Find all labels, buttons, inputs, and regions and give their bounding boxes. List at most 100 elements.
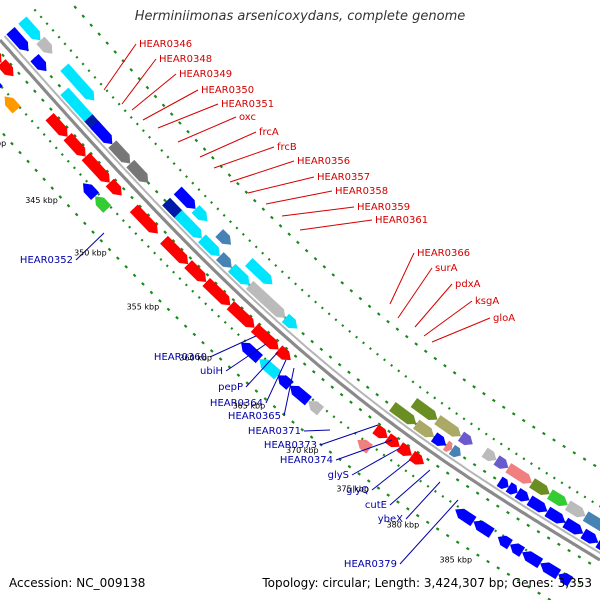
gene-arrow[interactable] (442, 440, 455, 454)
gene-arrow[interactable] (202, 278, 234, 309)
gene-label[interactable]: glyS (328, 470, 349, 481)
gene-arrow[interactable] (529, 478, 553, 499)
gene-arrow[interactable] (555, 570, 574, 587)
gene-label[interactable]: HEAR0364 (210, 398, 263, 409)
gene-arrow[interactable] (63, 132, 90, 160)
gene-label[interactable]: ksgA (475, 296, 499, 307)
gene-label[interactable]: HEAR0359 (357, 202, 410, 213)
gene-label[interactable]: cutE (365, 500, 387, 511)
gene-arrow[interactable] (547, 489, 571, 509)
gene-arrow[interactable] (562, 517, 586, 538)
gene-arrow[interactable] (396, 442, 416, 460)
gene-arrow[interactable] (79, 179, 100, 201)
gene-arrow[interactable] (90, 120, 116, 148)
gene-arrow[interactable] (495, 532, 513, 550)
gene-arrow[interactable] (505, 463, 535, 487)
gene-arrow[interactable] (434, 415, 464, 441)
gene-arrow[interactable] (0, 93, 21, 114)
gene-label[interactable]: glyQ (346, 485, 369, 496)
gene-label[interactable]: ubiH (200, 366, 223, 377)
gene-arrow[interactable] (544, 506, 569, 527)
gene-arrow[interactable] (519, 548, 544, 569)
gene-label[interactable]: HEAR0360 (154, 352, 207, 363)
gene-arrow[interactable] (389, 401, 419, 428)
gene-label[interactable]: HEAR0346 (139, 39, 192, 50)
gene-label[interactable]: gloA (493, 313, 515, 324)
gene-arrow[interactable] (564, 500, 589, 521)
gene-arrow[interactable] (481, 447, 500, 465)
gene-label[interactable]: HEAR0358 (335, 186, 388, 197)
gene-arrow[interactable] (471, 517, 495, 538)
gene-label[interactable]: pdxA (455, 279, 481, 290)
gene-arrow[interactable] (448, 444, 464, 460)
gene-arrow[interactable] (129, 204, 162, 237)
gene-label[interactable]: HEAR0361 (375, 215, 428, 226)
gene-label[interactable]: frcA (259, 127, 279, 138)
gene-arrow[interactable] (81, 152, 114, 187)
gene-arrow[interactable] (184, 260, 210, 286)
gene-arrow[interactable] (215, 252, 236, 272)
gene-arrow[interactable] (507, 540, 526, 557)
gene-arrow[interactable] (286, 381, 312, 406)
gene-arrow[interactable] (45, 113, 72, 140)
gene-label[interactable]: HEAR0374 (280, 455, 333, 466)
gene-label[interactable]: HEAR0379 (344, 559, 397, 570)
gene-arrow[interactable] (430, 432, 449, 449)
gene-label[interactable]: HEAR0350 (201, 85, 254, 96)
gene-arrow[interactable] (160, 235, 192, 268)
gene-arrow[interactable] (30, 54, 50, 75)
gene-arrow[interactable] (281, 313, 301, 333)
gene-arrow[interactable] (91, 192, 112, 213)
gene-arrow[interactable] (245, 280, 289, 322)
gene-arrow[interactable] (372, 424, 391, 442)
gene-arrow[interactable] (60, 63, 98, 105)
gene-label[interactable]: HEAR0373 (264, 440, 317, 451)
gene-features[interactable] (0, 16, 600, 587)
gene-arrow[interactable] (250, 323, 283, 354)
gene-arrow[interactable] (274, 371, 294, 390)
gene-arrow[interactable] (457, 431, 476, 449)
gene-label[interactable]: HEAR0366 (417, 248, 470, 259)
gene-arrow[interactable] (496, 476, 512, 492)
gene-arrow[interactable] (408, 450, 427, 469)
gene-arrow[interactable] (412, 419, 437, 442)
gene-arrow[interactable] (256, 355, 282, 380)
gene-label[interactable]: HEAR0356 (297, 156, 350, 167)
gene-label[interactable]: surA (435, 263, 458, 274)
gene-arrow[interactable] (105, 178, 126, 199)
gene-label[interactable]: frcB (277, 142, 297, 153)
gene-arrow[interactable] (227, 263, 253, 289)
gene-arrow[interactable] (36, 36, 56, 58)
gene-arrow[interactable] (18, 16, 44, 44)
gene-arrow[interactable] (174, 210, 206, 242)
gene-arrow[interactable] (384, 433, 403, 451)
gene-arrow[interactable] (514, 488, 533, 505)
gene-label[interactable]: oxc (239, 112, 256, 123)
gene-label[interactable]: HEAR0351 (221, 99, 274, 110)
gene-arrow[interactable] (126, 159, 152, 187)
gene-arrow[interactable] (505, 482, 521, 497)
gene-label[interactable]: HEAR0357 (317, 172, 370, 183)
gene-arrow[interactable] (354, 436, 373, 454)
gene-arrow[interactable] (173, 186, 200, 213)
gene-arrow[interactable] (275, 345, 294, 364)
gene-label[interactable]: pepP (218, 382, 243, 393)
gene-label[interactable]: ybeX (378, 514, 403, 525)
gene-arrow[interactable] (198, 234, 224, 260)
gene-labels[interactable]: HEAR0346HEAR0348HEAR0349HEAR0350HEAR0351… (20, 39, 515, 570)
gene-label[interactable]: HEAR0352 (20, 255, 73, 266)
gene-arrow[interactable] (305, 397, 325, 416)
gene-arrow[interactable] (6, 27, 32, 55)
gene-arrow[interactable] (493, 455, 511, 472)
gene-label[interactable]: HEAR0348 (159, 54, 212, 65)
gene-arrow[interactable] (410, 398, 441, 424)
gene-arrow[interactable] (60, 87, 98, 129)
gene-arrow[interactable] (226, 301, 259, 332)
gene-label[interactable]: HEAR0371 (248, 426, 301, 437)
gene-label[interactable]: HEAR0349 (179, 69, 232, 80)
gene-arrow[interactable] (526, 495, 551, 517)
gene-arrow[interactable] (582, 511, 600, 535)
gene-arrow[interactable] (580, 528, 600, 548)
gene-arrow[interactable] (0, 72, 3, 94)
